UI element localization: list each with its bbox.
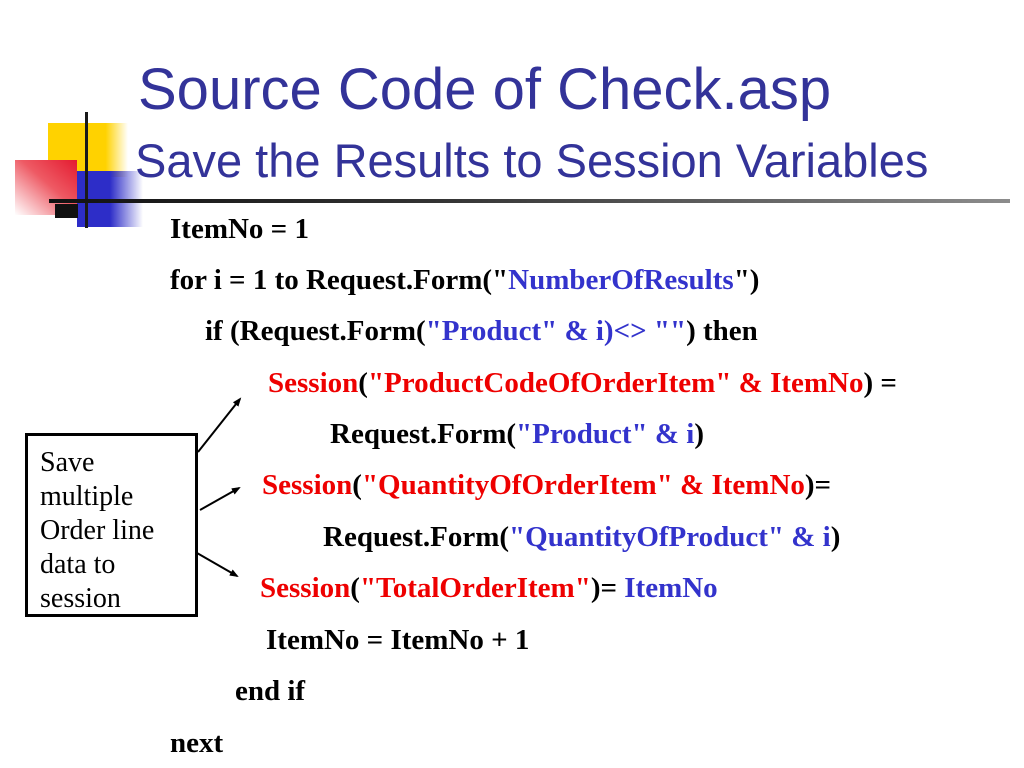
code-line-4: Session("ProductCodeOfOrderItem" & ItemN… [268,367,897,399]
decor-vertical-line [85,112,88,228]
decor-black-square [55,204,78,218]
arrow-to-session-3-icon [196,552,239,577]
arrow-to-session-2-icon [199,487,241,511]
code-line-10: end if [235,675,306,707]
code-line-7: Request.Form("QuantityOfProduct" & i) [323,521,841,553]
callout-box: Save multiple Order line data to session [25,433,198,617]
code-line-1: ItemNo = 1 [170,213,309,245]
code-line-3: if (Request.Form("Product" & i)<> "") th… [205,315,758,347]
decor-horizontal-rule [49,199,1010,203]
arrow-to-session-1-icon [197,397,242,453]
slide-subtitle: Save the Results to Session Variables [135,134,929,187]
code-line-5: Request.Form("Product" & i) [330,418,704,450]
code-line-9: ItemNo = ItemNo + 1 [266,624,530,656]
slide-title: Source Code of Check.asp [138,57,832,122]
code-line-6: Session("QuantityOfOrderItem" & ItemNo)= [262,469,832,501]
code-line-8: Session("TotalOrderItem")= ItemNo [260,572,718,604]
code-line-2: for i = 1 to Request.Form("NumberOfResul… [170,264,760,296]
code-line-11: next [170,727,224,759]
